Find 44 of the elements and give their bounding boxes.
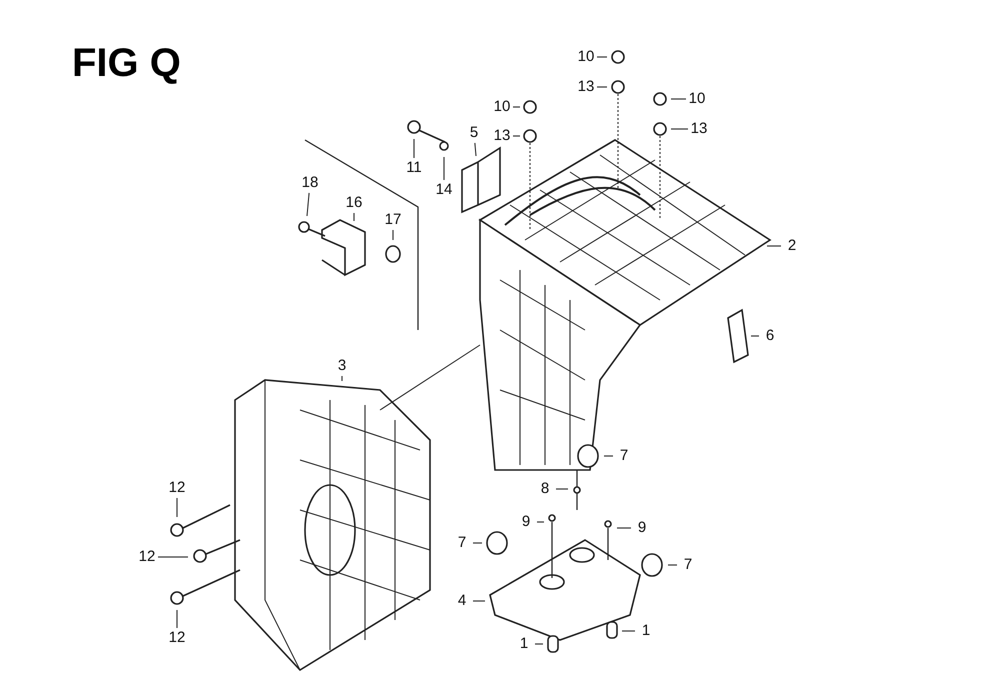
leader-line [668,564,678,566]
callout-number: 13 [689,121,709,137]
callout-number: 9 [632,520,652,536]
callout-number: 12 [167,480,187,496]
leader-line [472,600,486,602]
leader-line [392,230,394,240]
leader-line [176,498,178,518]
callout-number: 11 [404,160,424,176]
leader-line [306,192,310,216]
leader-line [622,630,636,632]
leader-line [596,86,608,88]
callout-number: 12 [167,630,187,646]
callout-number: 3 [332,358,352,374]
callout-number: 13 [576,79,596,95]
leader-line [670,98,686,100]
leader-line [176,610,178,628]
callout-number: 16 [344,195,364,211]
leader-line [670,128,688,130]
callout-number: 12 [137,549,157,565]
callout-number: 17 [383,212,403,228]
leader-line [512,106,520,108]
callout-number: 13 [492,128,512,144]
leader-line [472,542,482,544]
callout-number: 10 [492,99,512,115]
callout-number: 6 [760,328,780,344]
callout-number: 8 [535,481,555,497]
callout-number: 18 [300,175,320,191]
callout-number: 7 [452,535,472,551]
callout-number: 1 [636,623,656,639]
callout-number: 10 [687,91,707,107]
callout-number: 2 [782,238,802,254]
leader-line [158,556,188,558]
callout-number: 5 [464,125,484,141]
callout-number: 1 [514,636,534,652]
callout-number: 4 [452,593,472,609]
callout-number: 7 [678,557,698,573]
callout-number: 7 [614,448,634,464]
callout-number: 10 [576,49,596,65]
leader-line [596,56,608,58]
callout-number: 14 [434,182,454,198]
leader-line [556,488,568,490]
leader-line [474,142,476,156]
figure-title: FIG Q [72,40,181,86]
callout-number: 9 [516,514,536,530]
